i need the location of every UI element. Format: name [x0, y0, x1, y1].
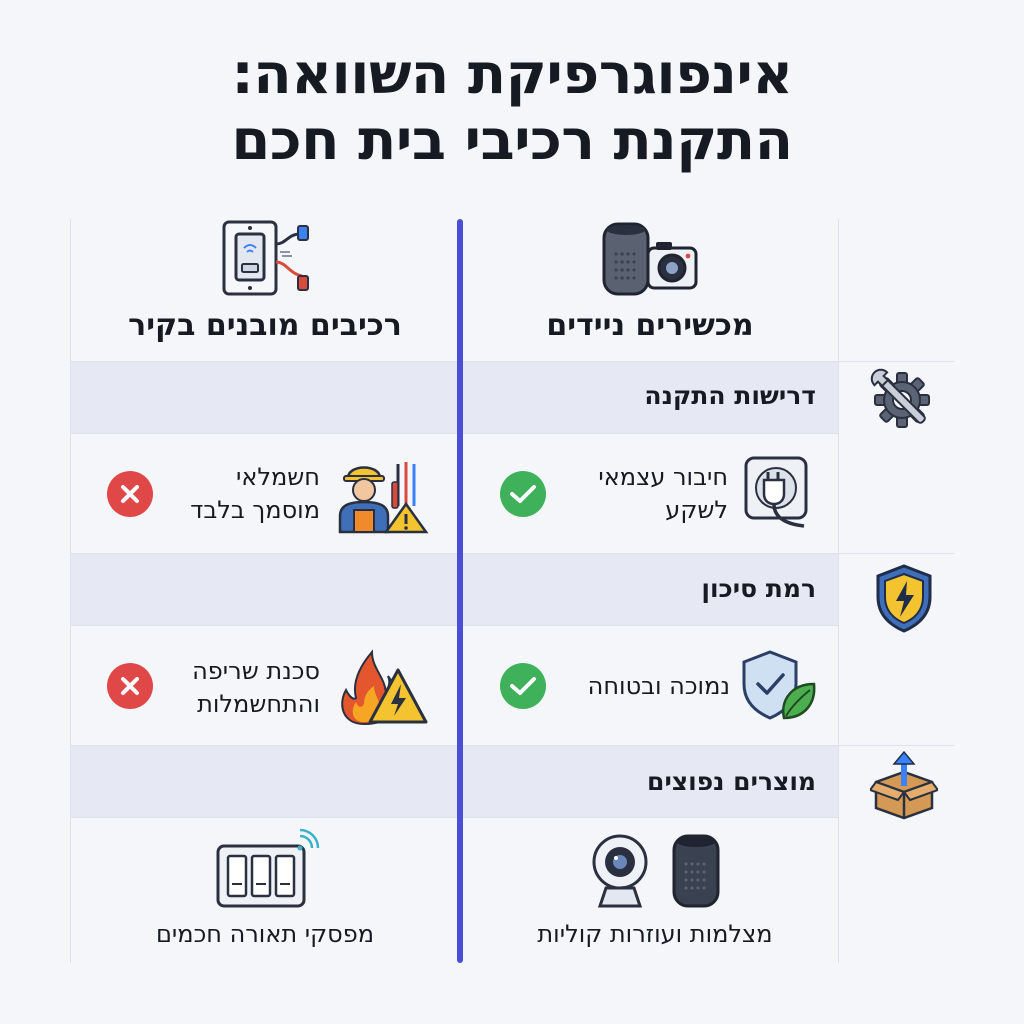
- column-divider: [457, 219, 463, 963]
- table-border-left: [70, 219, 71, 963]
- title-line-2: התקנת רכיבי בית חכם: [231, 108, 793, 173]
- gear-wrench-icon: [870, 368, 934, 432]
- row-line: [70, 625, 838, 626]
- cell-portable-risk: נמוכה ובטוחה: [587, 672, 730, 700]
- cell-builtin-installation: חשמלאי מוסמך בלבד: [190, 463, 320, 524]
- box-arrow-up-icon: [870, 750, 938, 820]
- wall-switch-wiring-icon: [220, 218, 312, 298]
- electrician-icon: [334, 454, 430, 534]
- smart-light-switches-icon: [214, 826, 324, 910]
- column-header-portable: מכשירים ניידים: [546, 308, 754, 343]
- column-header-builtin: רכיבים מובנים בקיר: [128, 308, 402, 343]
- title-line-1: אינפוגרפיקת השוואה:: [231, 42, 793, 107]
- shield-lightning-icon: [874, 563, 934, 633]
- category-label-installation: דרישות התקנה: [644, 381, 816, 410]
- camera-speaker-icon: [588, 832, 724, 910]
- page-title: אינפוגרפיקת השוואה: התקנת רכיבי בית חכם: [0, 42, 1024, 174]
- positive-check-icon: [500, 663, 546, 709]
- row-line: [70, 361, 954, 362]
- table-border-right: [838, 219, 839, 963]
- negative-x-icon: [107, 663, 153, 709]
- shield-check-leaf-icon: [740, 648, 818, 724]
- category-band: [71, 362, 838, 433]
- row-line: [70, 745, 954, 746]
- category-band: [71, 554, 838, 625]
- category-label-risk: רמת סיכון: [701, 574, 816, 603]
- row-line: [70, 433, 838, 434]
- category-band: [71, 746, 838, 817]
- power-plug-socket-icon: [742, 454, 812, 534]
- category-label-products: מוצרים נפוצים: [647, 767, 816, 796]
- caption-portable-products: מצלמות ועוזרות קוליות: [537, 920, 773, 948]
- positive-check-icon: [500, 471, 546, 517]
- cell-portable-installation: חיבור עצמאי לשקע: [598, 463, 728, 524]
- caption-builtin-products: מפסקי תאורה חכמים: [155, 920, 375, 948]
- negative-x-icon: [107, 471, 153, 517]
- cell-builtin-risk: סכנת שריפה והתחשמלות: [192, 657, 320, 718]
- fire-warning-icon: [334, 646, 430, 726]
- row-line: [70, 817, 838, 818]
- speaker-camera-icon: [598, 218, 702, 298]
- row-line: [70, 553, 954, 554]
